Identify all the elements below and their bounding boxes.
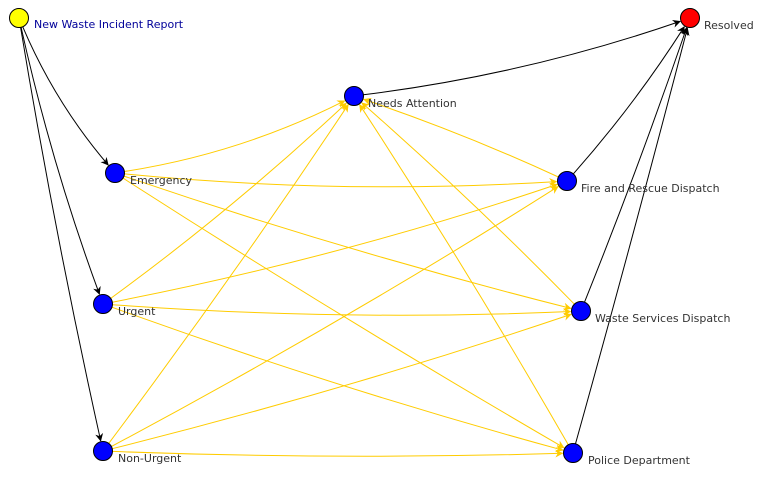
node-resolved[interactable] bbox=[680, 8, 700, 28]
node-new[interactable] bbox=[9, 8, 29, 28]
node-label-urgent: Urgent bbox=[118, 305, 156, 318]
node-nonurgent[interactable] bbox=[93, 441, 113, 461]
node-label-police: Police Department bbox=[588, 454, 691, 467]
node-label-fire: Fire and Rescue Dispatch bbox=[581, 182, 720, 195]
node-label-new: New Waste Incident Report bbox=[34, 18, 184, 31]
edge-urgent-to-fire bbox=[112, 182, 558, 303]
edge-new-to-nonurgent bbox=[20, 27, 104, 442]
edge-waste-to-needs bbox=[361, 102, 575, 305]
edge-nonurgent-to-fire bbox=[111, 186, 559, 447]
edge-emergency-to-needs bbox=[124, 100, 346, 172]
edge-police-to-resolved bbox=[575, 27, 690, 444]
edge-waste-to-resolved bbox=[584, 27, 689, 303]
node-fire[interactable] bbox=[557, 171, 577, 191]
node-label-waste: Waste Services Dispatch bbox=[595, 312, 730, 325]
node-waste[interactable] bbox=[571, 301, 591, 321]
node-police[interactable] bbox=[563, 443, 583, 463]
edge-urgent-to-police bbox=[111, 306, 564, 453]
node-urgent[interactable] bbox=[93, 294, 113, 314]
node-emergency[interactable] bbox=[105, 163, 125, 183]
node-label-nonurgent: Non-Urgent bbox=[118, 452, 182, 465]
edge-fire-to-needs bbox=[363, 97, 559, 178]
edge-emergency-to-fire bbox=[124, 173, 558, 188]
nodes-layer bbox=[9, 8, 700, 463]
edges-layer bbox=[20, 19, 690, 458]
edge-nonurgent-to-needs bbox=[108, 104, 349, 444]
edge-nonurgent-to-waste bbox=[112, 312, 572, 450]
edge-emergency-to-waste bbox=[123, 175, 572, 311]
edge-new-to-emergency bbox=[22, 26, 109, 166]
edge-emergency-to-police bbox=[122, 177, 565, 449]
node-label-resolved: Resolved bbox=[704, 19, 754, 32]
node-needs[interactable] bbox=[344, 86, 364, 106]
edge-new-to-urgent bbox=[20, 27, 101, 295]
edge-urgent-to-waste bbox=[112, 304, 572, 316]
edge-police-to-needs bbox=[359, 104, 569, 446]
node-label-needs: Needs Attention bbox=[368, 97, 457, 110]
edge-needs-to-resolved bbox=[363, 19, 681, 96]
edge-urgent-to-needs bbox=[110, 102, 347, 299]
node-label-emergency: Emergency bbox=[130, 174, 193, 187]
edge-nonurgent-to-police bbox=[112, 449, 564, 458]
edge-fire-to-resolved bbox=[572, 26, 685, 175]
